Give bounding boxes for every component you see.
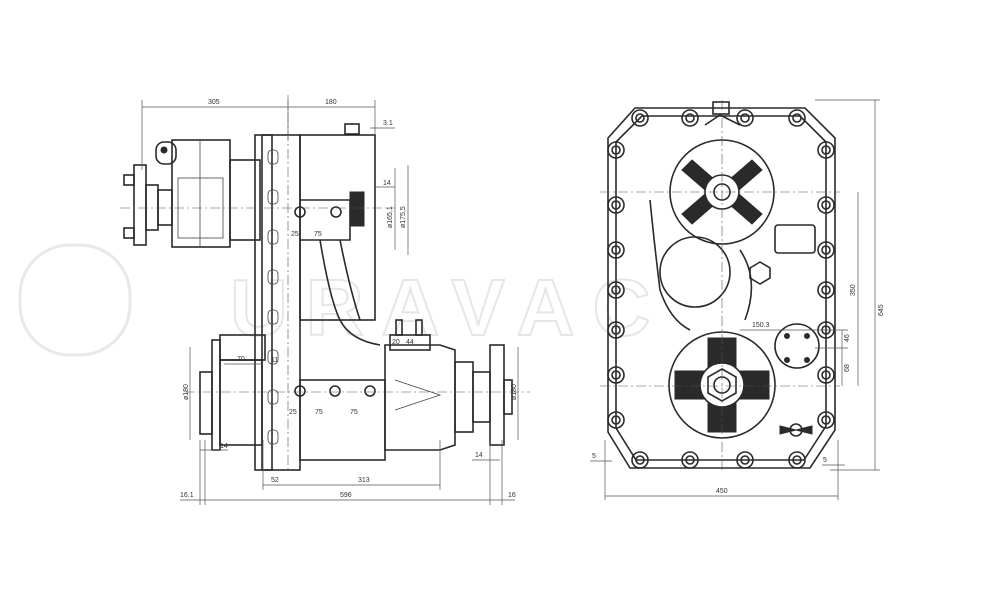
front-view: 450 645 350 150.3 46 68 5 5 — [590, 99, 885, 500]
bolt-icon — [821, 200, 831, 210]
svg-text:URAVAC: URAVAC — [230, 263, 668, 352]
dim-dia-165: ø165,1 — [387, 206, 394, 228]
dim-25-top: 25 — [291, 231, 299, 238]
pto-flange — [774, 323, 820, 369]
dim-5-right: 5 — [823, 457, 827, 464]
upper-housing — [155, 123, 381, 471]
bolt-icon — [792, 113, 802, 123]
bolt-icon — [631, 451, 649, 469]
bolt-icon — [631, 109, 649, 127]
dim-20: 20 — [392, 339, 400, 346]
bolt-icon — [817, 141, 835, 159]
dim-645: 645 — [878, 304, 885, 316]
dim-dia-180-right: ø180 — [511, 384, 518, 400]
dim-dia-175: ø175,5 — [400, 206, 407, 228]
bolt-icon — [607, 366, 625, 384]
bolt-icon — [607, 321, 625, 339]
bolt-icon — [685, 455, 695, 465]
dim-313: 313 — [358, 477, 370, 484]
dim-46: 46 — [844, 334, 851, 342]
dim-14-top: 14 — [383, 180, 391, 187]
dim-25-bottom: 25 — [289, 409, 297, 416]
bolt-icon — [817, 196, 835, 214]
bolt-icon — [681, 451, 699, 469]
dim-75-a: 75 — [315, 409, 323, 416]
dim-68: 68 — [844, 364, 851, 372]
bolt-icon — [821, 245, 831, 255]
dim-70: 70 — [237, 356, 245, 363]
bolt-icon — [740, 455, 750, 465]
dim-3-1: 3.1 — [383, 120, 393, 127]
dim-150-3: 150.3 — [752, 322, 770, 329]
bolt-icon — [821, 370, 831, 380]
dim-44: 44 — [406, 339, 414, 346]
bolt-icon — [611, 200, 621, 210]
bolt-icon — [611, 370, 621, 380]
dim-450: 450 — [716, 488, 728, 495]
dim-180: 180 — [325, 99, 337, 106]
bolt-icon — [736, 109, 754, 127]
bolt-icon — [607, 196, 625, 214]
input-flange — [123, 164, 173, 246]
dim-305: 305 — [208, 99, 220, 106]
dim-5-left: 5 — [592, 453, 596, 460]
dim-11: 11 — [271, 357, 278, 364]
logo-emblem — [779, 423, 813, 437]
bolt-icon — [611, 245, 621, 255]
bolt-icon — [607, 141, 625, 159]
dim-52: 52 — [271, 477, 279, 484]
side-dimensions: 305 180 3.1 14 ø165,1 ø175,5 25 75 70 11… — [141, 99, 519, 505]
bolt-icon — [740, 113, 750, 123]
perimeter-bolts — [607, 109, 835, 469]
dim-dia-180-left: ø180 — [183, 384, 190, 400]
bolt-icon — [607, 241, 625, 259]
bolt-icon — [821, 145, 831, 155]
bolt-icon — [611, 145, 621, 155]
side-view: 305 180 3.1 14 ø165,1 ø175,5 25 75 70 11… — [120, 95, 530, 505]
dim-75-top: 75 — [314, 231, 322, 238]
bolt-icon — [817, 411, 835, 429]
dim-14-right: 14 — [475, 452, 483, 459]
dim-350: 350 — [850, 284, 857, 296]
bolt-icon — [611, 325, 621, 335]
bolt-icon — [635, 455, 645, 465]
dim-16: 16 — [508, 492, 516, 499]
front-dimensions: 450 645 350 150.3 46 68 5 5 — [590, 99, 885, 500]
bolt-icon — [635, 113, 645, 123]
dim-75-b: 75 — [350, 409, 358, 416]
bolt-icon — [788, 451, 806, 469]
bolt-icon — [607, 281, 625, 299]
bolt-icon — [817, 281, 835, 299]
bolt-icon — [611, 415, 621, 425]
bolt-icon — [736, 451, 754, 469]
dim-596: 596 — [340, 492, 352, 499]
plate-bolts — [267, 149, 279, 445]
bolt-icon — [611, 285, 621, 295]
bolt-icon — [821, 415, 831, 425]
bolt-icon — [607, 411, 625, 429]
bolt-icon — [792, 455, 802, 465]
bolt-icon — [788, 109, 806, 127]
bolt-icon — [817, 241, 835, 259]
dim-14-left: 14 — [220, 443, 228, 450]
dim-16-1: 16.1 — [180, 492, 194, 499]
bolt-icon — [817, 366, 835, 384]
bolt-icon — [685, 113, 695, 123]
bolt-icon — [821, 285, 831, 295]
bolt-icon — [681, 109, 699, 127]
